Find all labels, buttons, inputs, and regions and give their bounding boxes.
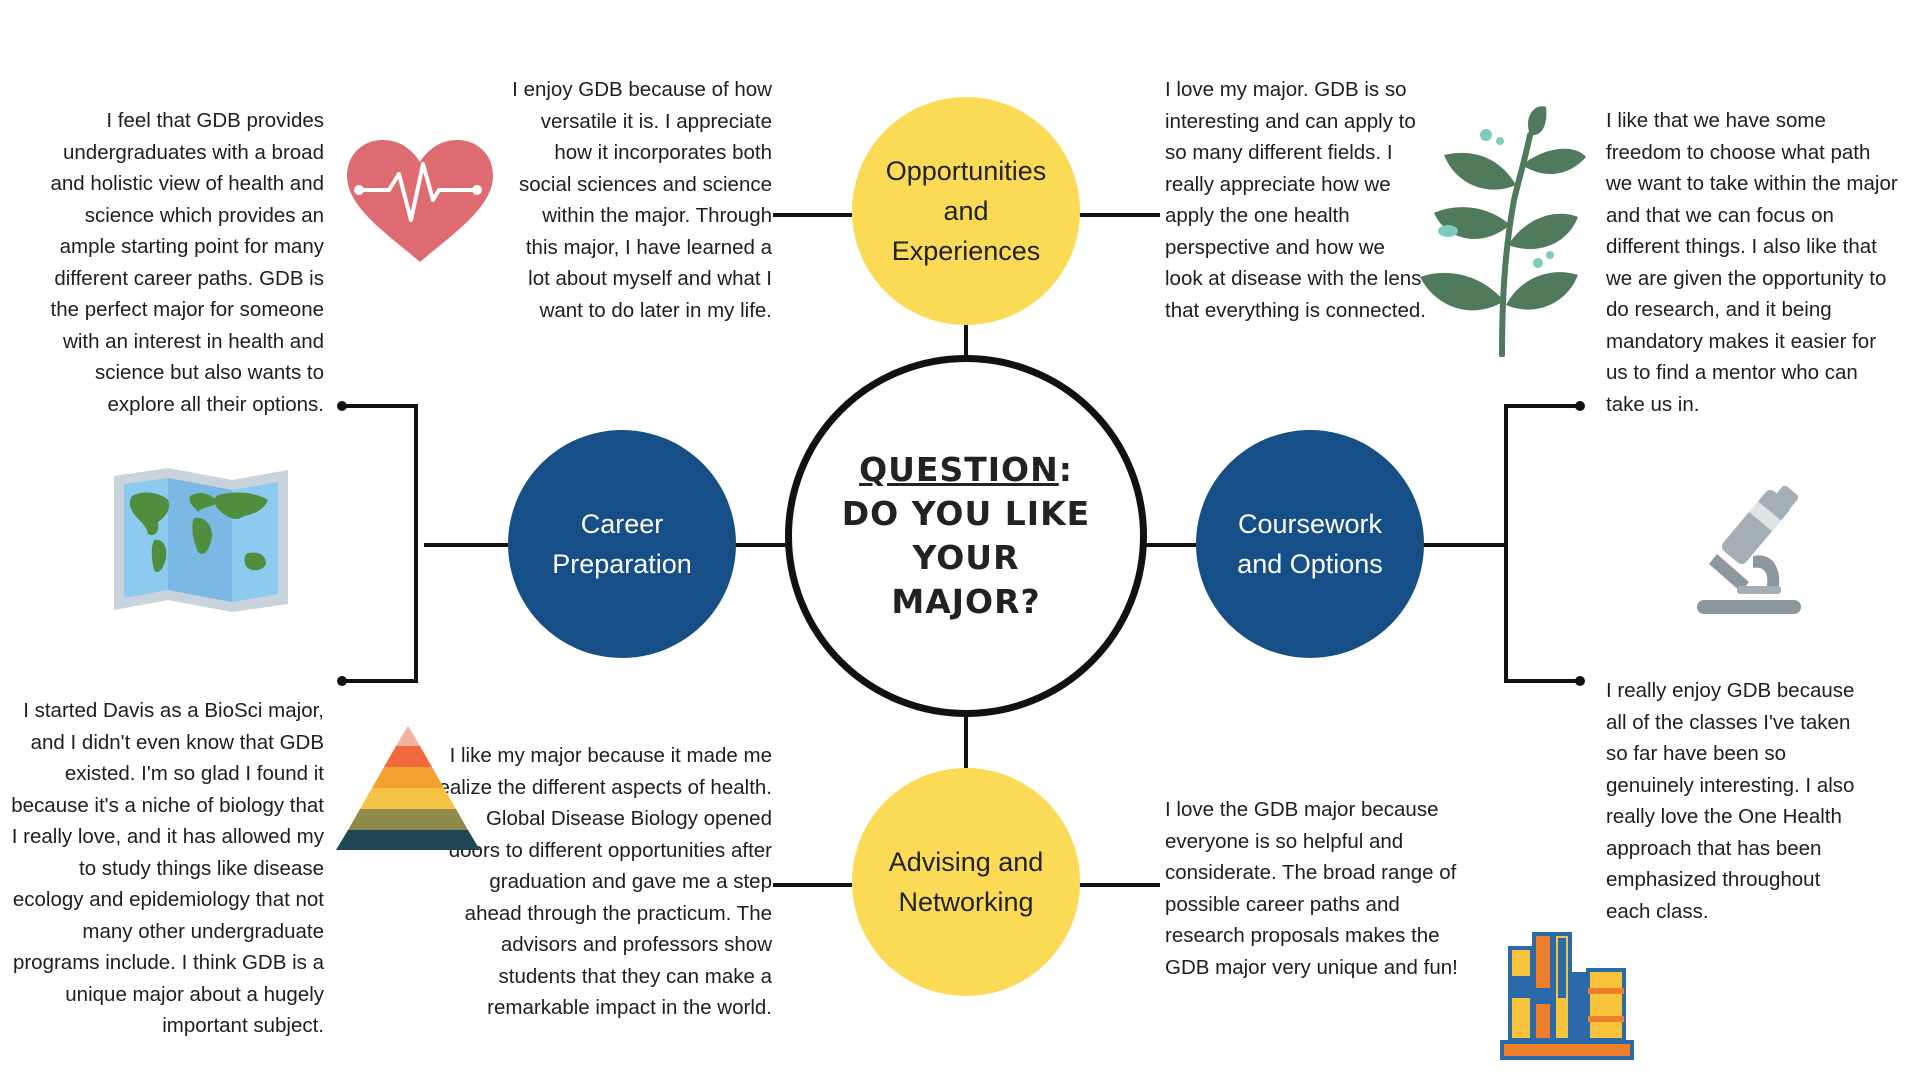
bracket-dot — [337, 676, 347, 686]
bracket-dot — [1575, 676, 1585, 686]
topic-advising-line-1: Advising and — [888, 847, 1044, 877]
question-line-2: YOUR — [912, 538, 1020, 577]
quote-love-major: I love my major. GDB is so interesting a… — [1165, 78, 1426, 322]
bracket-dot — [337, 401, 347, 411]
topic-coursework: Coursework and Options — [1196, 430, 1424, 658]
topic-career-line-2: Preparation — [552, 549, 692, 579]
plant-icon — [1420, 106, 1586, 357]
quote-versatile: I enjoy GDB because of how versatile it … — [512, 78, 772, 322]
topic-advising: Advising and Networking — [852, 768, 1080, 996]
question-line-1: DO YOU LIKE — [841, 494, 1091, 533]
topic-career-line-1: Career — [580, 509, 664, 539]
topic-coursework-line-1: Coursework — [1237, 509, 1383, 539]
quote-enjoy-classes: I really enjoy GDB because all of the cl… — [1606, 679, 1855, 923]
books-icon — [1500, 932, 1634, 1060]
pyramid-icon — [336, 726, 480, 850]
topic-advising-line-2: Networking — [898, 887, 1034, 917]
topic-coursework-line-2: and Options — [1237, 549, 1383, 579]
quote-broad-holistic: I feel that GDB provides undergraduates … — [50, 109, 324, 416]
bracket-dot — [1575, 401, 1585, 411]
central-question: QUESTION: DO YOU LIKE YOUR MAJOR? — [785, 355, 1147, 717]
bracket-left — [342, 404, 418, 683]
heart-icon — [347, 140, 493, 262]
question-heading: QUESTION: — [859, 448, 1073, 492]
quote-aspects-of-health: I like my major because it made me reali… — [431, 744, 772, 1019]
question-colon: : — [1058, 450, 1073, 489]
topic-opportunities: Opportunities and Experiences — [852, 97, 1080, 325]
world-map-icon — [114, 468, 288, 612]
topic-opportunities-line-3: Experiences — [891, 236, 1041, 266]
quote-helpful: I love the GDB major because everyone is… — [1165, 798, 1458, 979]
topic-opportunities-line-1: Opportunities — [885, 156, 1047, 186]
topic-career-preparation: Career Preparation — [508, 430, 736, 658]
question-label: QUESTION — [859, 450, 1059, 489]
bracket-right — [1504, 404, 1580, 683]
quote-started-davis: I started Davis as a BioSci major, and I… — [11, 699, 324, 1037]
quote-freedom: I like that we have some freedom to choo… — [1606, 109, 1898, 416]
microscope-icon — [1697, 485, 1801, 614]
question-line-3: MAJOR? — [891, 582, 1041, 621]
topic-opportunities-line-2: and — [943, 196, 989, 226]
